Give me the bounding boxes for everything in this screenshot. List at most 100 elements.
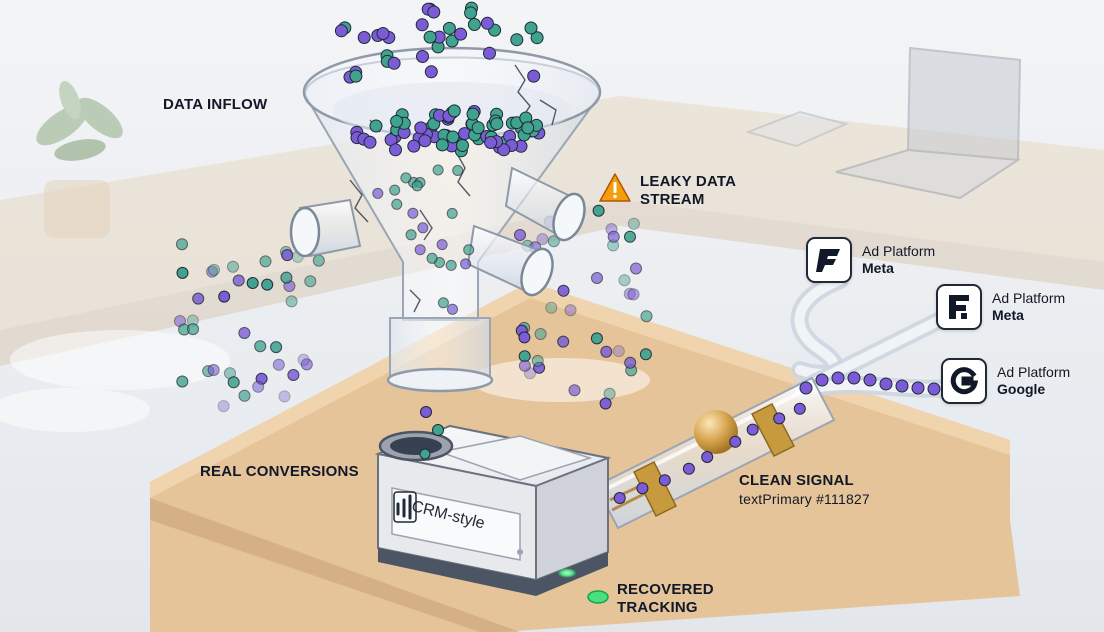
data-particle (270, 341, 283, 354)
data-particle (445, 259, 457, 271)
data-particle (304, 275, 317, 288)
recovered-tracking-label: RECOVERED TRACKING (617, 581, 714, 617)
data-particle (557, 284, 570, 297)
data-particle (208, 263, 220, 276)
data-particle (460, 258, 472, 270)
data-particle (530, 31, 544, 45)
data-particle (463, 244, 475, 256)
data-particle (407, 139, 421, 153)
data-particle (568, 384, 581, 397)
data-particle (280, 271, 293, 284)
data-particle (432, 424, 444, 436)
data-particle (312, 254, 325, 267)
data-particle (442, 21, 456, 35)
recovered-label-line1: RECOVERED (617, 581, 714, 598)
data-particle (911, 381, 925, 395)
gold-ball (694, 410, 738, 454)
data-particle (261, 278, 274, 291)
spill-particles (174, 204, 653, 413)
data-particle (414, 244, 426, 256)
data-particle (847, 371, 861, 385)
data-particle (272, 358, 285, 371)
leaky-data-stream-label: LEAKY DATA STREAM (640, 173, 736, 209)
data-particle (471, 121, 485, 135)
data-particle (640, 310, 653, 323)
data-particle (446, 207, 458, 219)
data-particle (536, 233, 549, 246)
platform-type: Ad Platform (997, 364, 1071, 380)
data-particle (773, 412, 786, 425)
data-particle (411, 180, 423, 192)
data-particle (612, 345, 625, 358)
data-particle (534, 328, 547, 340)
data-particle (490, 117, 504, 131)
data-particle (484, 136, 498, 149)
data-particle (895, 379, 909, 393)
data-particle (879, 377, 893, 391)
leaky-label-line2: STREAM (640, 191, 705, 208)
data-particle (467, 18, 481, 31)
data-particle (618, 274, 631, 287)
warning-icon (599, 173, 631, 202)
data-particle (514, 229, 526, 241)
data-particle (464, 6, 478, 20)
data-particle (423, 30, 437, 44)
leak-pipe-left (289, 198, 362, 258)
data-particle (357, 31, 371, 44)
data-particle (349, 69, 363, 83)
data-particle (627, 217, 640, 230)
pipe-particles (613, 371, 941, 504)
data-particle (207, 364, 220, 376)
leaky-label-line1: LEAKY DATA (640, 173, 737, 190)
data-particle (480, 16, 494, 30)
data-particle (436, 239, 448, 251)
data-particle (285, 295, 298, 308)
data-particle (518, 331, 531, 344)
data-particle (831, 371, 845, 385)
data-particle (607, 230, 620, 243)
data-particle (418, 134, 432, 148)
platform-type: Ad Platform (862, 243, 936, 259)
data-particle (176, 266, 189, 279)
data-particle (447, 104, 461, 118)
data-particle (445, 34, 459, 48)
data-particle (252, 380, 265, 393)
data-particle (746, 423, 759, 436)
data-particle (238, 389, 251, 402)
data-particle (531, 354, 544, 367)
data-particle (416, 50, 429, 63)
platform-name: Google (997, 381, 1046, 397)
data-particle (176, 238, 188, 251)
google-g-icon (941, 358, 987, 404)
recovered-label-line2: TRACKING (617, 599, 698, 616)
ad-platform-meta-1: Ad Platform Meta (806, 237, 935, 283)
drop-particles (419, 406, 444, 460)
background-laptop (744, 46, 1022, 200)
clean-signal-label: CLEAN SIGNAL (739, 472, 854, 489)
data-particle (701, 451, 714, 463)
data-particle (426, 252, 438, 264)
data-particle (334, 24, 348, 38)
data-particle (624, 230, 636, 243)
crm-device (374, 424, 612, 596)
data-particle (424, 65, 438, 79)
background-plant (36, 80, 123, 238)
data-particle (592, 204, 605, 217)
data-particle (389, 143, 402, 157)
data-particle (363, 135, 377, 149)
data-particle (564, 304, 577, 317)
leak-pipe-right-bottom (466, 224, 554, 297)
data-particle (557, 335, 570, 348)
ad-platform-google: Ad Platform Google (941, 358, 1070, 404)
data-particle (232, 274, 245, 287)
real-conversions-label: REAL CONVERSIONS (200, 463, 359, 480)
meta-f-icon (936, 284, 982, 330)
data-particle (863, 373, 877, 387)
data-particle (447, 303, 458, 315)
data-particle (613, 492, 626, 504)
data-particle (415, 18, 429, 32)
data-particle (238, 327, 251, 339)
data-particle (636, 482, 649, 495)
status-led (557, 568, 577, 578)
data-particle (599, 397, 612, 410)
